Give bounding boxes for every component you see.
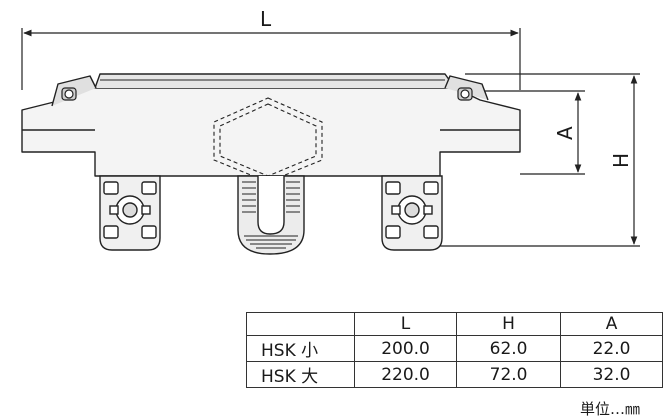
table-cell-l: 200.0 (353, 335, 458, 362)
left-clip-icon (61, 87, 77, 101)
dimension-a (480, 90, 585, 175)
dimension-h-label: H (609, 153, 633, 168)
table-cell-model: HSK 小 (246, 335, 355, 362)
table-cell-a: 22.0 (560, 335, 663, 362)
table-row: HSK 大 220.0 72.0 32.0 (246, 361, 663, 388)
table-header-cell: H (456, 312, 562, 336)
table-header-cell (246, 312, 355, 336)
hsk-bracket-drawing: L H A (21, 7, 640, 255)
dimension-l (21, 28, 521, 90)
table-cell-l: 220.0 (353, 361, 458, 388)
center-clamp-ribs (242, 181, 300, 249)
table-header-cell: L (353, 312, 458, 336)
center-u-clamp (237, 175, 305, 255)
spec-table: L H A HSK 小 200.0 62.0 22.0 HSK 大 220.0 … (246, 312, 663, 388)
table-cell-model: HSK 大 (246, 361, 355, 388)
dimension-h (440, 73, 640, 247)
unit-note: 単位…㎜ (580, 400, 641, 418)
dimension-a-label: A (553, 126, 577, 140)
table-header-cell: A (560, 312, 663, 336)
right-foot (381, 175, 443, 251)
table-cell-h: 62.0 (456, 335, 562, 362)
table-row: HSK 小 200.0 62.0 22.0 (246, 335, 663, 362)
table-header-row: L H A (246, 312, 663, 336)
right-clip-icon (457, 87, 473, 101)
table-cell-a: 32.0 (560, 361, 663, 388)
left-foot (99, 175, 161, 251)
bracket-body (21, 73, 521, 177)
table-cell-h: 72.0 (456, 361, 562, 388)
dimension-l-label: L (260, 7, 272, 31)
